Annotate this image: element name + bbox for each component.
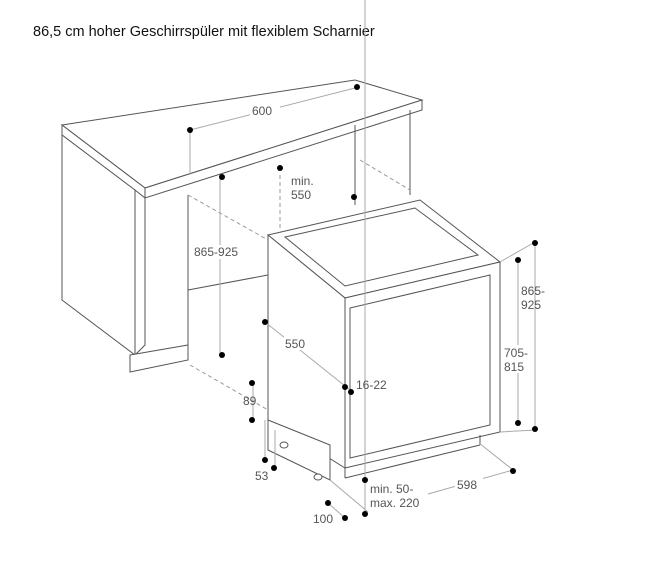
label-appliance-width: 598	[457, 478, 477, 492]
label-door-height-line1: 705-	[504, 346, 528, 360]
label-door-height-line2: 815	[504, 360, 524, 374]
label-niche-height: 865-925	[194, 245, 238, 259]
label-min-depth-line2: 550	[291, 188, 311, 202]
label-plinth-range-line1: min. 50-	[370, 482, 413, 496]
side-cabinet	[61, 110, 411, 373]
label-total-height-line2: 925	[521, 298, 541, 312]
dishwasher	[266, 199, 502, 481]
label-plinth-53: 53	[255, 469, 269, 483]
label-total-height-line1: 865-	[521, 284, 545, 298]
label-niche-width: 600	[252, 104, 272, 118]
label-plinth-range-line2: max. 220	[370, 496, 420, 510]
label-door-gap: 16-22	[356, 378, 387, 392]
niche-guides	[187, 159, 411, 411]
label-depth: 550	[285, 337, 305, 351]
diagram-title: 86,5 cm hoher Geschirrspüler mit flexibl…	[33, 24, 375, 40]
label-plinth-89: 89	[243, 394, 257, 408]
label-min-depth-line1: min.	[291, 174, 314, 188]
dimension-endpoints	[187, 84, 538, 521]
label-plinth-100: 100	[313, 512, 333, 526]
